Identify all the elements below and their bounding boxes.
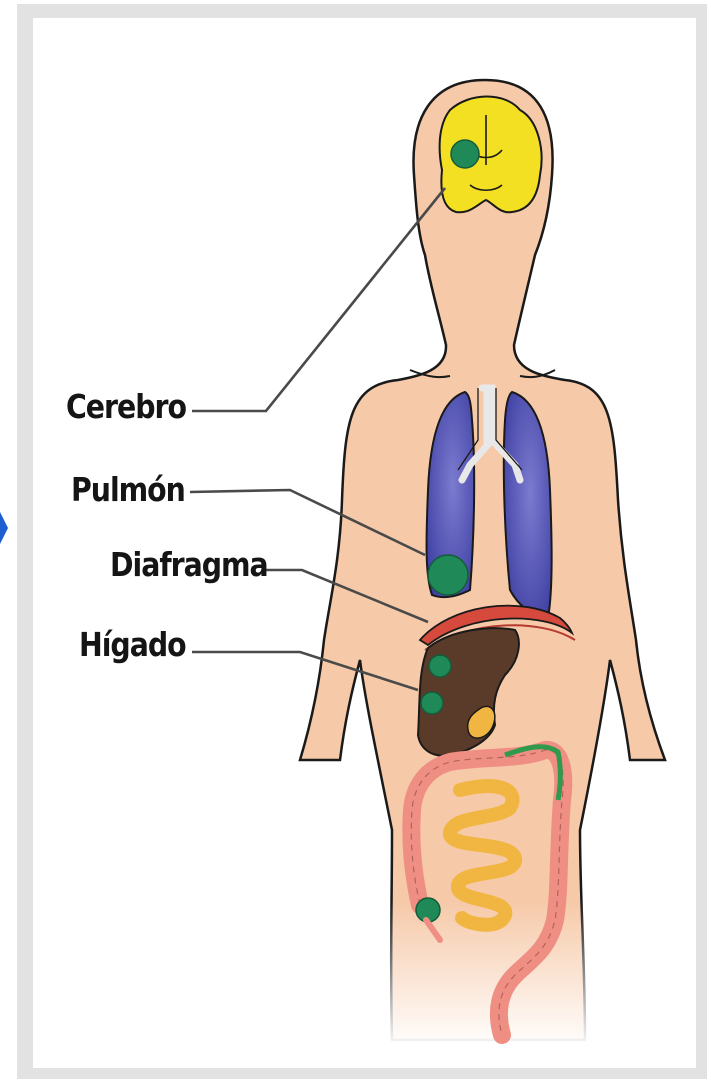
tumor-liver-lower bbox=[421, 692, 443, 714]
tumor-lung bbox=[428, 555, 468, 595]
brain bbox=[440, 97, 542, 213]
tumor-liver-upper bbox=[429, 655, 451, 677]
arrow-marker-icon bbox=[0, 512, 8, 544]
label-pulmon: Pulmón bbox=[71, 473, 185, 506]
tumor-brain bbox=[451, 140, 479, 168]
label-diafragma: Diafragma bbox=[110, 548, 268, 581]
label-cerebro: Cerebro bbox=[66, 390, 186, 423]
label-higado: Hígado bbox=[79, 628, 186, 661]
